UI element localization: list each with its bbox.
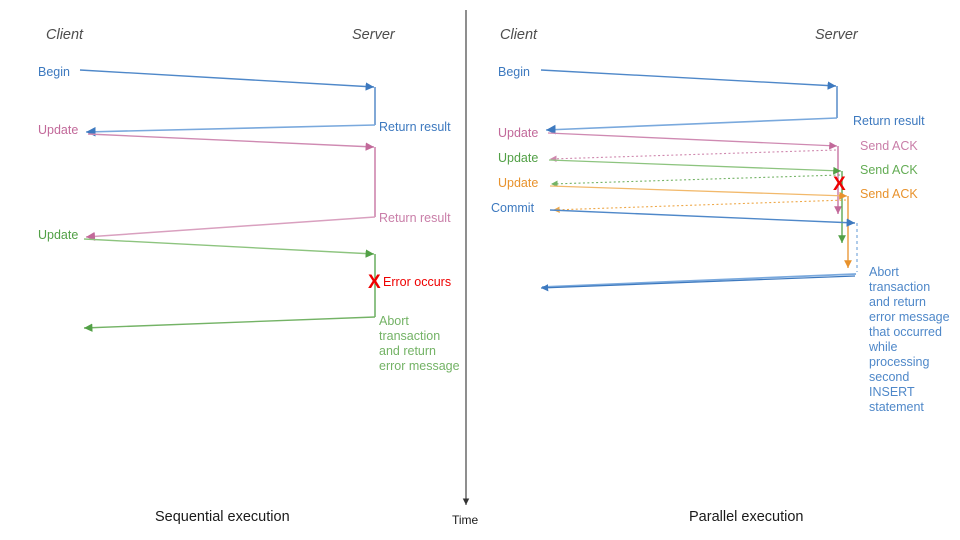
abort-line-r-8: second [869,370,909,384]
error-marker-left: X Error occurs [368,272,451,293]
abort-line-r-9: INSERT [869,385,915,399]
arrow-update1-request-r [547,132,838,150]
error-marker-right: X [833,174,846,195]
abort-message-right: Abort transaction and return error messa… [868,265,950,414]
caption-sequential: Sequential execution [155,509,290,525]
arrow-update2-request [83,238,375,258]
arrow-begin-return-r [545,117,838,135]
time-axis: Time [452,10,479,527]
message-update-pink-right [547,132,842,214]
arrow-ack3-return [551,199,847,214]
error-x-icon: X [368,272,381,293]
client-label-update3-right: Update [498,176,538,190]
abort-line-1: Abort [379,314,409,328]
caption-parallel: Parallel execution [689,509,803,525]
server-label-ack1-right: Send ACK [860,139,918,153]
arrow-update3-request-r [549,185,848,200]
abort-line-4: error message [379,359,460,373]
error-x-icon-right: X [833,174,846,195]
server-label-ack3-right: Send ACK [860,187,918,201]
arrow-abort-return [83,316,376,332]
arrow-commit-request [549,209,856,227]
client-label-update1-right: Update [498,126,538,140]
server-label-return2-left: Return result [379,211,451,225]
message-commit-right [540,209,858,292]
client-label-update2-left: Update [38,228,78,242]
arrow-update1-request [87,133,375,151]
arrow-ack2-return [550,174,841,188]
server-header-right: Server [815,27,859,43]
abort-line-2: transaction [379,329,440,343]
arrow-begin-request-r [540,69,837,90]
abort-line-r-1: Abort [869,265,899,279]
client-label-begin-right: Begin [498,65,530,79]
message-update-green-left [83,238,376,332]
panel-sequential: Client Server Begin Update [38,27,460,525]
message-update-orange-right [549,185,852,268]
abort-message-left: Abort transaction and return error messa… [379,314,460,373]
server-header-left: Server [352,27,396,43]
abort-line-r-10: statement [869,400,924,414]
server-label-return1-left: Return result [379,120,451,134]
panel-parallel: Client Server [491,27,950,525]
error-label-left: Error occurs [383,275,451,289]
abort-line-r-7: processing [869,355,929,369]
message-begin-right [540,69,838,135]
time-axis-label: Time [452,513,479,527]
message-update-pink-left [85,133,376,241]
arrow-begin-request [79,69,375,91]
client-label-commit-right: Commit [491,201,535,215]
abort-line-r-6: while [868,340,898,354]
message-update-green-right [548,159,846,243]
arrow-ack1-return [549,149,837,163]
arrow-begin-return [85,124,376,137]
message-begin-left [79,69,376,137]
client-label-begin-left: Begin [38,65,70,79]
abort-line-r-4: error message [869,310,950,324]
client-header-right: Client [500,27,538,43]
client-header-left: Client [46,27,84,43]
client-label-update1-left: Update [38,123,78,137]
abort-line-3: and return [379,344,436,358]
abort-line-r-5: that occurred [869,325,942,339]
arrow-update1-return [85,216,376,241]
server-label-return-right: Return result [853,114,925,128]
abort-line-r-3: and return [869,295,926,309]
arrow-final-return [540,275,856,292]
arrow-update2-request-r [548,159,842,175]
server-label-ack2-right: Send ACK [860,163,918,177]
arrow-final-return-halo [541,273,857,288]
client-label-update2-right: Update [498,151,538,165]
abort-line-r-2: transaction [869,280,930,294]
